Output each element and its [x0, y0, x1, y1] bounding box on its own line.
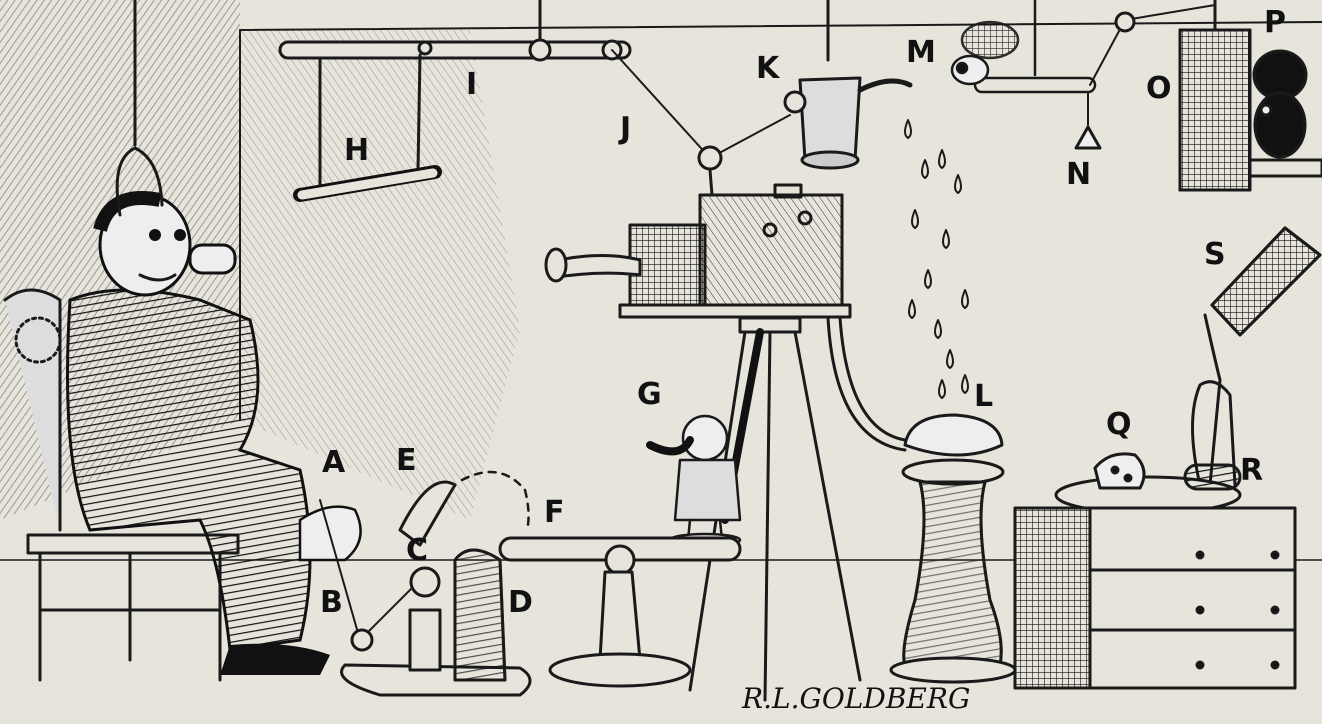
fly: [950, 0, 1097, 94]
label-q: Q: [1106, 407, 1132, 442]
label-o: O: [1146, 71, 1172, 106]
label-a: A: [322, 445, 346, 480]
hanging-rope: [115, 0, 164, 217]
label-d: D: [508, 585, 533, 620]
string-j: [611, 49, 791, 197]
pulley-bar: [278, 0, 632, 62]
label-f: F: [544, 495, 565, 530]
labels: A B C D E F G H I J K L M N O P Q R S: [320, 5, 1286, 620]
label-n: N: [1066, 157, 1091, 192]
label-s: S: [1204, 237, 1226, 272]
label-c: C: [406, 533, 428, 568]
artist-signature: R.L.GOLDBERG: [741, 682, 970, 715]
water-drops: [904, 119, 969, 399]
label-m: M: [906, 35, 936, 70]
small-figure: [646, 414, 742, 548]
label-i: I: [466, 67, 477, 102]
mouse-cage: [1178, 0, 1322, 192]
label-g: G: [637, 377, 662, 412]
label-e: E: [396, 443, 417, 478]
sponge-pedestal: [889, 413, 1017, 684]
label-h: H: [344, 133, 369, 168]
label-k: K: [756, 51, 781, 86]
table: [498, 536, 742, 688]
man-figure: [66, 191, 362, 675]
label-r: R: [1240, 453, 1263, 488]
trapeze: [293, 53, 442, 202]
chair: [3, 288, 240, 682]
camera: [544, 183, 852, 319]
lever-mechanism: [319, 480, 532, 697]
bulb-hose: [826, 316, 907, 452]
trajectory: [460, 470, 530, 527]
string-n: [1074, 4, 1216, 150]
label-l: L: [974, 379, 993, 414]
cabinet: [1013, 506, 1297, 690]
label-b: B: [320, 585, 343, 620]
label-p: P: [1264, 5, 1286, 40]
watering-can: [783, 0, 913, 170]
label-j: J: [618, 111, 631, 146]
mousetrap: [1054, 226, 1322, 515]
